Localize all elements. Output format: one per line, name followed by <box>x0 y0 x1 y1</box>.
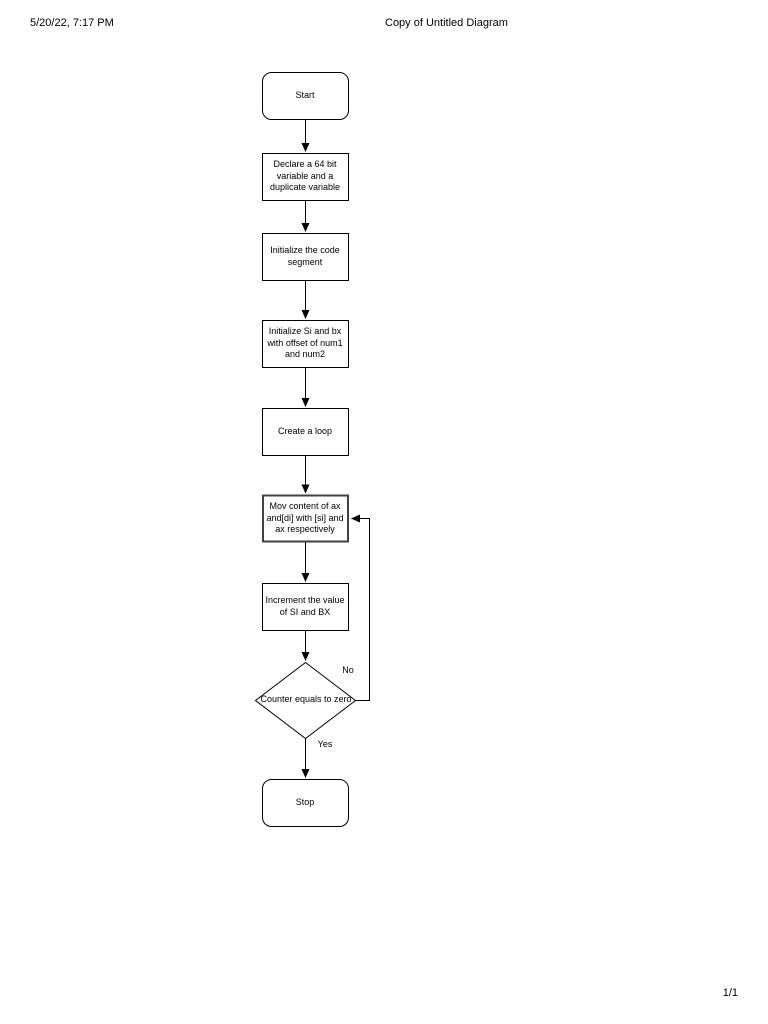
page-indicator: 1/1 <box>722 987 738 999</box>
node-stop-shape <box>262 779 349 827</box>
node-mov-label: Mov content of ax and[di] with [si] and … <box>266 501 344 535</box>
node-declare-label: Declare a 64 bit variable and a duplicat… <box>269 159 341 193</box>
node-createloop-label: Create a loop <box>277 425 333 436</box>
node-increment-shape <box>262 583 349 631</box>
node-increment-label: Increment the value of SI and BX <box>265 595 345 617</box>
node-stop-label: Stop <box>295 796 315 807</box>
node-initcode-label: Initialize the code segment <box>270 245 340 267</box>
node-start-label: Start <box>295 89 315 100</box>
node-createloop-shape <box>262 408 349 456</box>
edge-label-no: No <box>342 665 354 675</box>
node-decision-label: Counter equals to zero <box>260 694 352 705</box>
node-decision-shape <box>254 661 357 740</box>
edge-decision-no-loopback <box>351 514 370 701</box>
node-start-shape <box>262 72 349 120</box>
node-initsi-shape <box>262 320 349 368</box>
edge-label-yes: Yes <box>317 739 333 749</box>
node-initsi-label: Initialize Si and bx with offset of num1… <box>267 326 343 360</box>
header-datetime: 5/20/22, 7:17 PM <box>30 17 114 29</box>
header-title: Copy of Untitled Diagram <box>385 17 508 29</box>
node-initcode-shape <box>262 233 349 281</box>
node-mov-shape <box>262 494 349 543</box>
node-declare-shape <box>262 153 349 201</box>
